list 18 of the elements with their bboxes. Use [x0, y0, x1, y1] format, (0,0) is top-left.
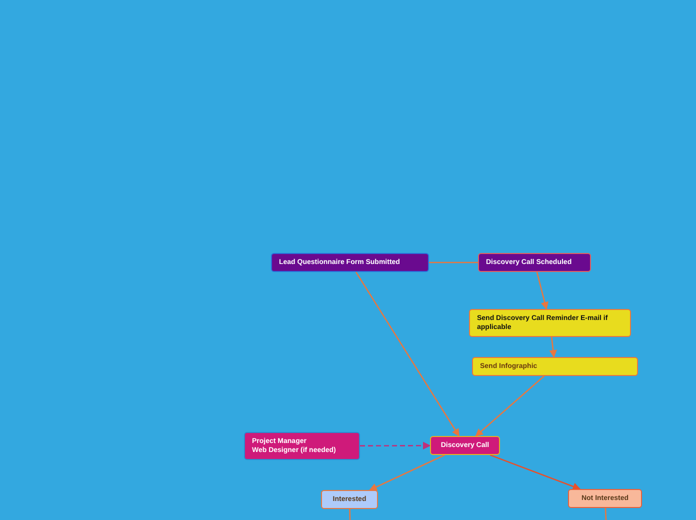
- process-box: [469, 309, 631, 337]
- arrow: [369, 454, 445, 491]
- arrow: [549, 336, 557, 358]
- outcome-box: [321, 490, 378, 509]
- dashed-arrow: [360, 442, 431, 450]
- arrow: [355, 272, 460, 437]
- process-box: [271, 253, 429, 272]
- arrow: [536, 272, 548, 310]
- process-box: [478, 253, 591, 272]
- role-box: [244, 432, 360, 460]
- connector-line: [349, 508, 351, 520]
- arrow: [490, 454, 581, 490]
- process-box: [472, 357, 638, 376]
- connector-line: [604, 508, 607, 520]
- connector-line: [429, 262, 478, 264]
- outcome-box: [568, 489, 642, 508]
- arrow: [475, 376, 545, 437]
- process-box: [430, 436, 500, 455]
